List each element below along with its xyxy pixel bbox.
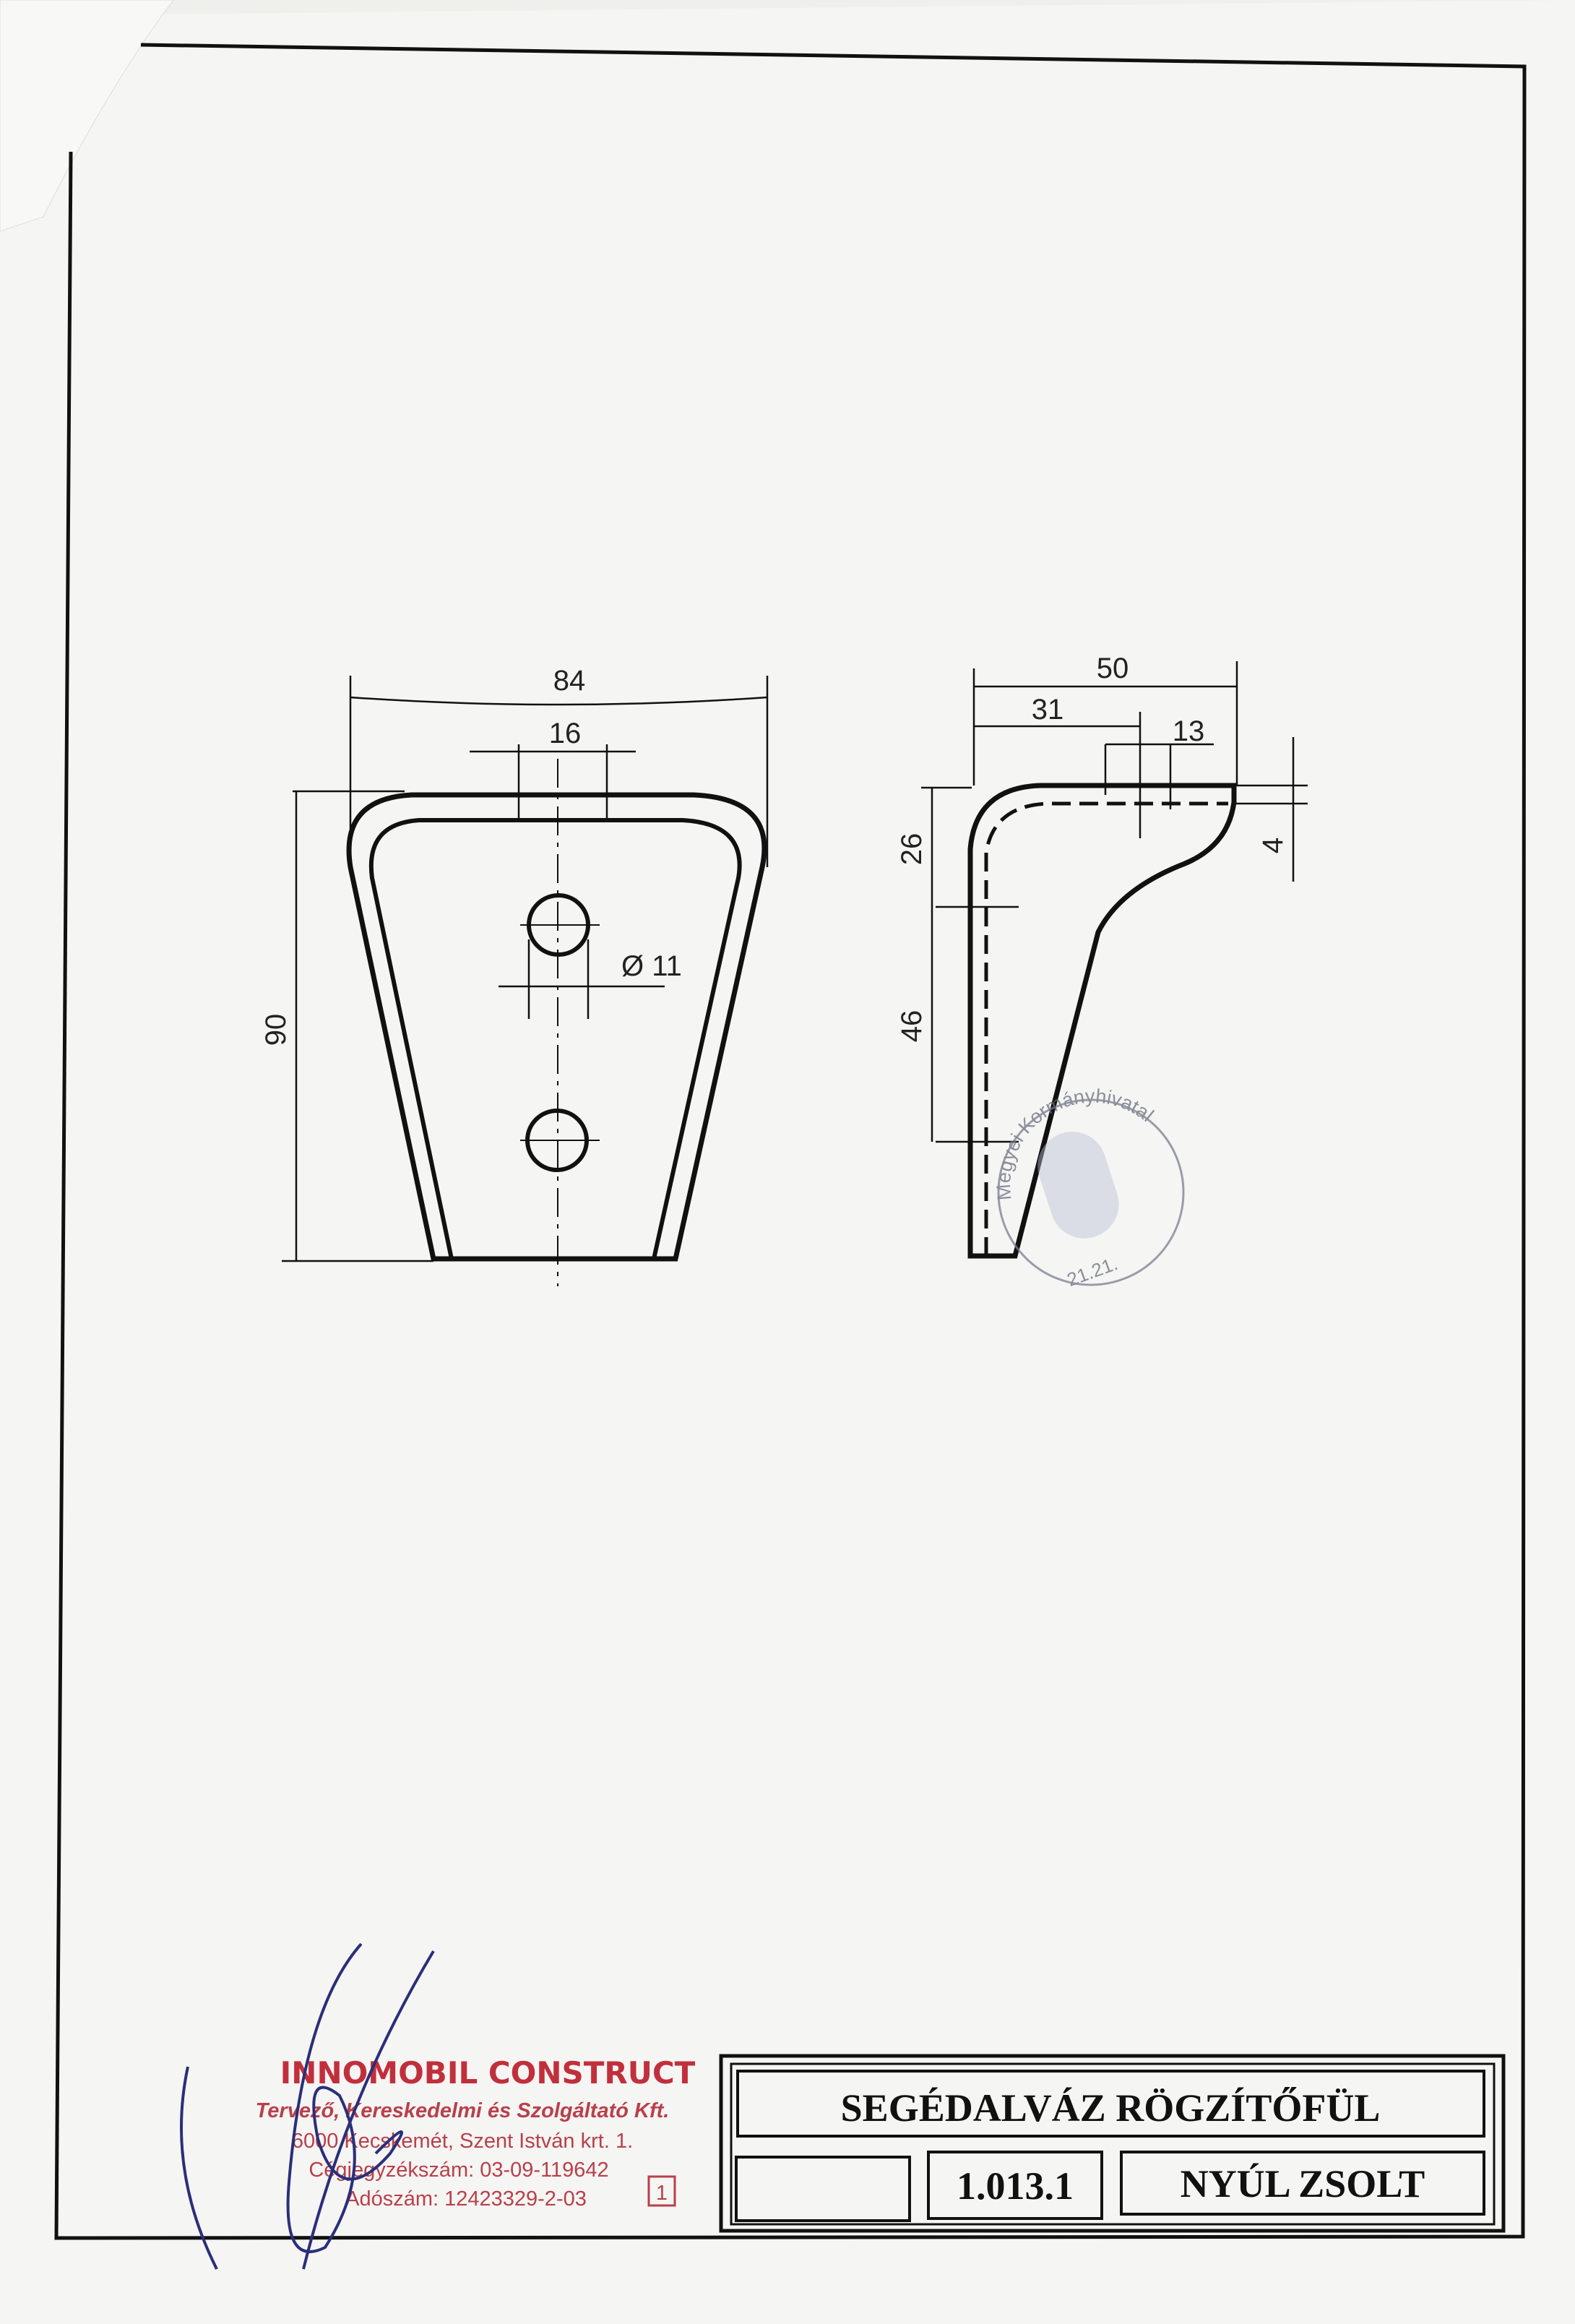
dim-lower-height: 46 [896, 1010, 928, 1043]
designer-cell [1120, 2151, 1485, 2216]
front-inner-outline [368, 818, 742, 1260]
paper-fold [0, 0, 174, 232]
drawing-number: 1.013.1 [957, 2164, 1074, 2208]
dim-height: 90 [260, 1014, 292, 1046]
signature [180, 1942, 435, 2270]
front-view [282, 676, 769, 1286]
dim-upper-height: 26 [896, 833, 928, 866]
dim-hole-diameter: Ø 11 [621, 950, 682, 982]
side-outline [967, 783, 1237, 1259]
company-tax-number: Adószám: 12423329-2-03 [345, 2187, 587, 2211]
dim-slot: 13 [1173, 715, 1205, 747]
company-stamp: INNOMOBIL CONSTRUCT Tervező, Kereskedelm… [256, 2055, 696, 2211]
stamp-box-number: 1 [656, 2182, 668, 2205]
dim-thickness: 4 [1257, 838, 1289, 853]
dim-width: 84 [553, 665, 586, 697]
dim-total-width: 50 [1097, 653, 1129, 684]
drawing-number-cell [927, 2151, 1103, 2220]
designer-name: NYÚL ZSOLT [1181, 2162, 1425, 2205]
dim-offset: 31 [1032, 694, 1064, 726]
coat-of-arms [1037, 1132, 1119, 1239]
title-block [719, 2054, 1506, 2233]
side-view [921, 661, 1308, 1259]
company-subtitle: Tervező, Kereskedelmi és Szolgáltató Kft… [256, 2099, 670, 2122]
title-cell [736, 2070, 1485, 2138]
drawing-title: SEGÉDALVÁZ RÖGZÍTŐFÜL [841, 2086, 1381, 2130]
side-hidden-line [984, 801, 1228, 1256]
company-address: 6000 Kecskemét, Szent István krt. 1. [292, 2130, 633, 2153]
empty-cell [735, 2156, 911, 2222]
drawing-frame [54, 43, 1527, 2240]
dim-hole-spacing: 16 [549, 718, 582, 749]
company-name: INNOMOBIL CONSTRUCT [280, 2055, 696, 2091]
